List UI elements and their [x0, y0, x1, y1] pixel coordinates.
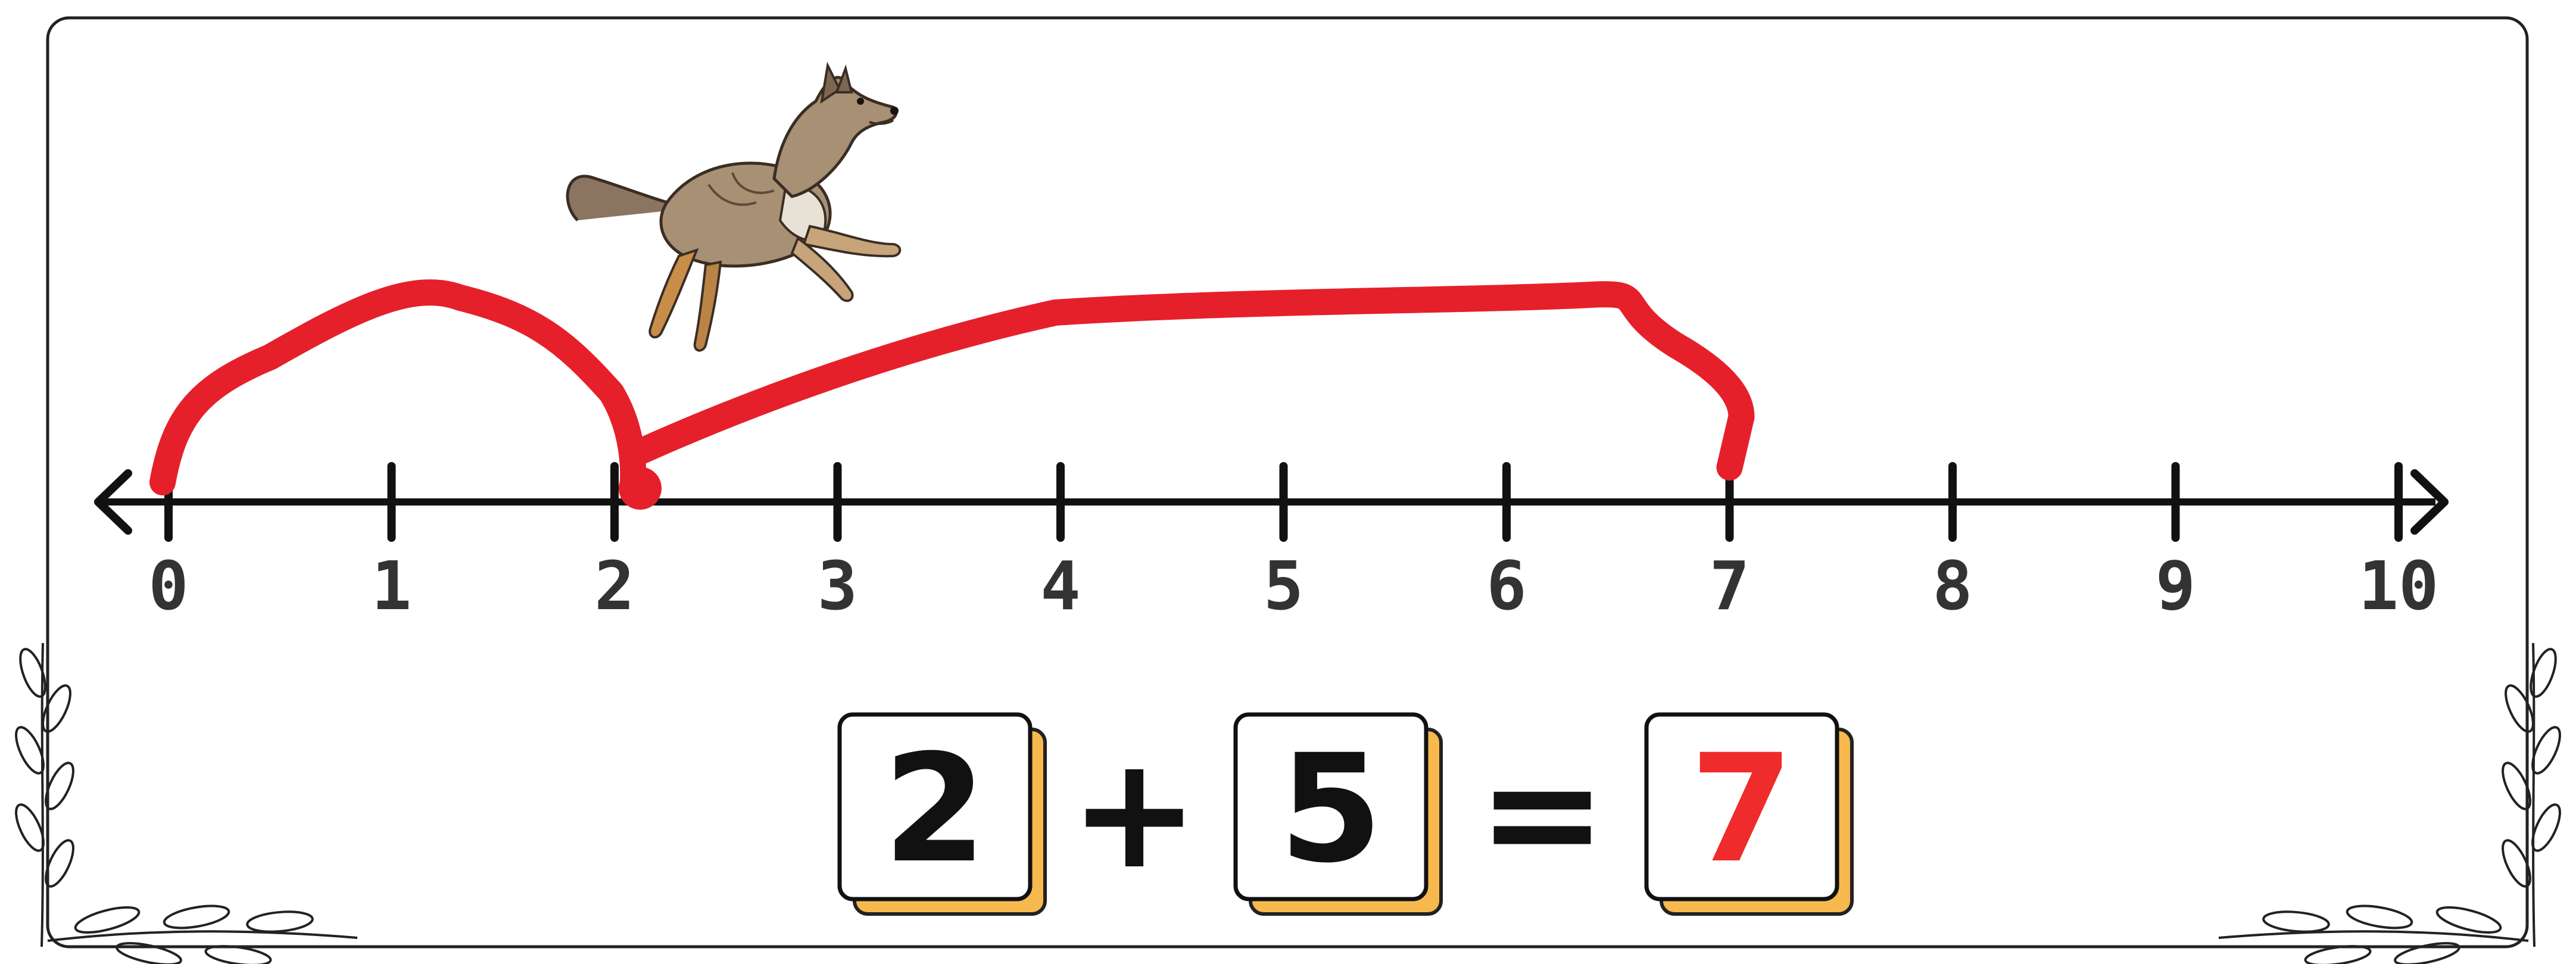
tick-label-1: 1	[372, 548, 411, 625]
tick-label-5: 5	[1264, 548, 1303, 625]
addend-1-value: 2	[883, 722, 987, 896]
addend-tile-1: 2	[837, 712, 1047, 916]
sum-tile: 7	[1644, 712, 1854, 916]
tick-label-4: 4	[1040, 548, 1080, 625]
tick-label-7: 7	[1710, 548, 1749, 625]
equation: 2 + 5 = 7	[837, 712, 1854, 916]
number-line: 0 1 2 3 4 5 6 7 8 9 10	[94, 462, 2449, 625]
tick-label-10: 10	[2359, 548, 2439, 625]
plus-sign: +	[1069, 723, 1199, 903]
jump-arc-2-to-7	[625, 281, 1755, 481]
leaf-branch-decoration-left	[15, 642, 358, 964]
wolf-illustration	[566, 61, 902, 352]
addend-tile-2: 5	[1233, 712, 1443, 916]
equals-sign: =	[1477, 723, 1607, 903]
tick-labels: 0 1 2 3 4 5 6 7 8 9 10	[148, 548, 2438, 625]
jump-landing-blob	[619, 467, 662, 510]
addend-2-value: 5	[1279, 722, 1383, 896]
tick-label-2: 2	[594, 548, 634, 625]
tick-label-6: 6	[1486, 548, 1526, 625]
leaf-branch-decoration-right	[2218, 642, 2561, 964]
tick-label-9: 9	[2156, 548, 2195, 625]
right-arrow-icon	[2410, 469, 2449, 535]
jump-arc-0-to-2	[149, 279, 647, 504]
tick-label-8: 8	[1932, 548, 1972, 625]
tick-label-3: 3	[818, 548, 857, 625]
tick-label-0: 0	[148, 548, 188, 625]
worksheet-frame	[46, 16, 2529, 949]
sum-value: 7	[1690, 722, 1794, 896]
tick-marks	[164, 462, 2403, 542]
jump-arcs	[149, 279, 1755, 510]
left-arrow-icon	[94, 469, 132, 535]
